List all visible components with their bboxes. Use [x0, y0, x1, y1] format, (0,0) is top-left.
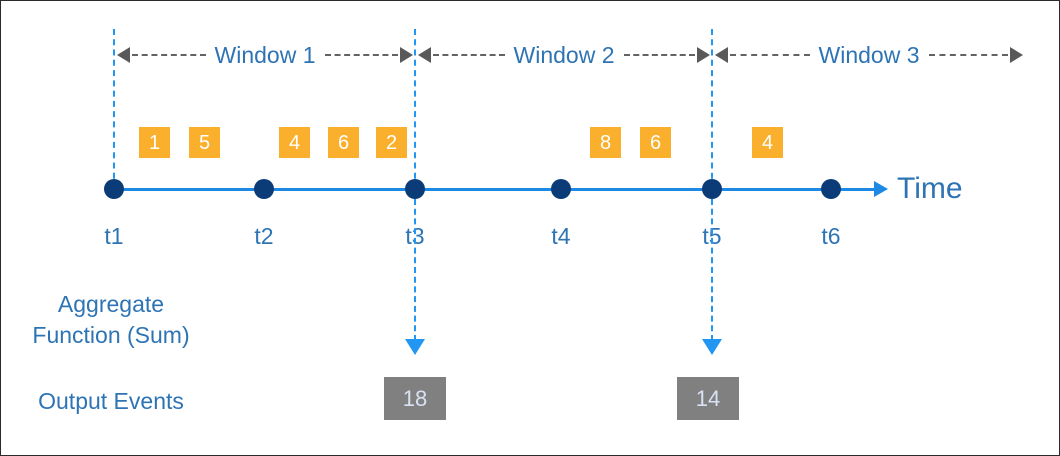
window-label-1: Window 1 — [214, 42, 316, 68]
arrow-right-icon — [697, 47, 711, 63]
bracket-dash-left — [433, 54, 505, 56]
boundary-line-t3 — [414, 29, 416, 189]
event-chip: 8 — [590, 127, 621, 158]
timeline-dot-t1 — [104, 179, 124, 199]
output-chip-window-2: 14 — [677, 377, 739, 420]
output-drop-arrow-icon-2 — [702, 339, 722, 355]
event-value: 4 — [761, 131, 774, 154]
timeline-dot-t3 — [405, 179, 425, 199]
event-value: 6 — [337, 131, 350, 154]
timeline-dot-t4 — [551, 179, 571, 199]
window-bracket-2: Window 2 — [418, 42, 711, 68]
timeline-axis — [114, 188, 876, 191]
output-drop-line-1 — [414, 199, 416, 341]
bracket-dash-right — [928, 54, 1009, 56]
bracket-dash-left — [132, 54, 206, 56]
timeline-dot-t2 — [254, 179, 274, 199]
event-chip: 4 — [279, 127, 310, 158]
aggregate-function-caption: Aggregate Function (Sum) — [32, 291, 190, 348]
window-label-3: Window 3 — [818, 42, 920, 68]
event-chip: 5 — [189, 127, 220, 158]
timeline-dot-t5 — [702, 179, 722, 199]
arrow-left-icon — [418, 47, 431, 63]
event-value: 2 — [385, 131, 398, 154]
event-chip: 2 — [376, 127, 407, 158]
timeline-dot-t6 — [821, 179, 841, 199]
window-bracket-3: Window 3 — [715, 42, 1024, 68]
event-chip: 1 — [139, 127, 170, 158]
event-value: 4 — [288, 131, 301, 154]
event-chip: 6 — [328, 127, 359, 158]
event-value: 5 — [198, 131, 211, 154]
event-value: 1 — [148, 131, 161, 154]
tick-label-t2: t2 — [254, 223, 274, 249]
arrow-left-icon — [715, 47, 728, 63]
boundary-line-t5 — [711, 29, 713, 189]
tick-label-t6: t6 — [821, 223, 841, 249]
event-chip: 6 — [640, 127, 671, 158]
output-chip-window-1: 18 — [384, 377, 446, 420]
arrow-right-icon — [400, 47, 414, 63]
arrow-right-icon — [1010, 47, 1024, 63]
bracket-dash-right — [623, 54, 696, 56]
time-axis-label: Time — [897, 172, 963, 205]
bracket-dash-right — [324, 54, 399, 56]
event-value: 6 — [649, 131, 662, 154]
window-bracket-1: Window 1 — [117, 42, 414, 68]
output-value: 14 — [695, 385, 721, 411]
output-value: 18 — [402, 385, 428, 411]
boundary-line-t1 — [113, 29, 115, 189]
event-chip: 4 — [752, 127, 783, 158]
arrow-left-icon — [117, 47, 130, 63]
event-value: 8 — [599, 131, 612, 154]
output-events-caption: Output Events — [38, 388, 184, 414]
output-drop-line-2 — [711, 199, 713, 341]
output-drop-arrow-icon-1 — [405, 339, 425, 355]
bracket-dash-left — [730, 54, 810, 56]
tick-label-t4: t4 — [551, 223, 571, 249]
tick-label-t1: t1 — [104, 223, 124, 249]
window-label-2: Window 2 — [513, 42, 615, 68]
timeline-arrow-icon — [874, 181, 888, 197]
